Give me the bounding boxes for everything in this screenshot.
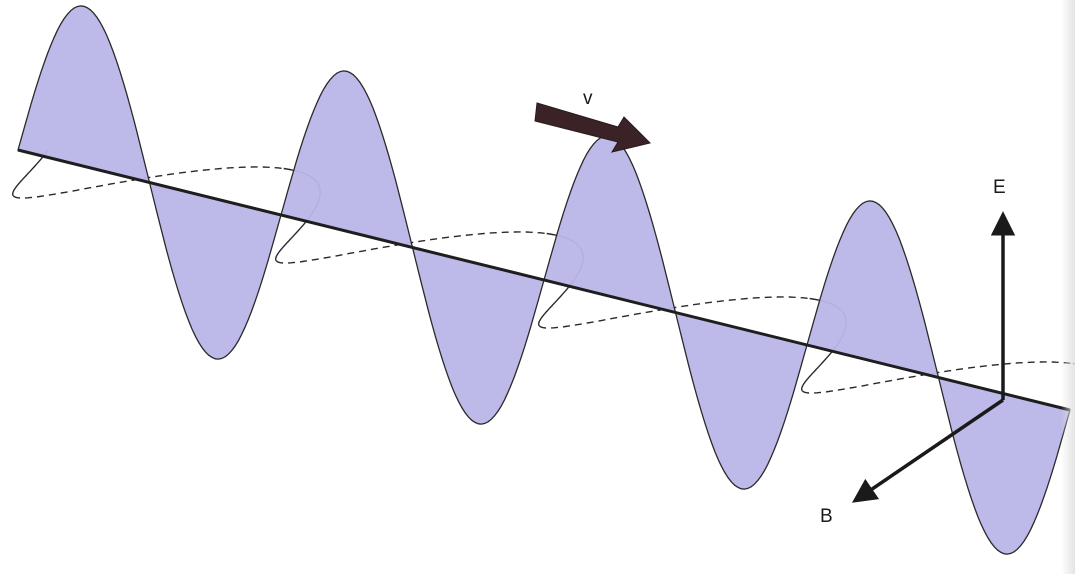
b-field-curve-hidden — [539, 296, 810, 329]
page-edge-shadow — [1061, 0, 1075, 574]
b-field-curve-hidden — [276, 231, 547, 264]
e-field-lobe — [674, 311, 808, 490]
b-field-curve-hidden — [13, 166, 284, 199]
b-vector-arrow — [851, 398, 1004, 503]
b-field-curve-hidden — [802, 361, 1073, 394]
velocity-label: v — [583, 88, 593, 109]
e-field-lobe — [411, 246, 545, 425]
propagation-axis — [17, 148, 1071, 412]
electric-field-wave — [17, 5, 1071, 555]
magnetic-field-label: B — [820, 506, 833, 527]
e-field-lobe — [148, 181, 282, 360]
e-field-lobe — [17, 5, 151, 184]
b-field-curve — [11, 149, 49, 197]
e-field-lobe — [280, 70, 414, 249]
electric-field-label: E — [993, 177, 1006, 198]
velocity-arrow — [534, 102, 651, 153]
e-field-lobe — [806, 200, 940, 379]
